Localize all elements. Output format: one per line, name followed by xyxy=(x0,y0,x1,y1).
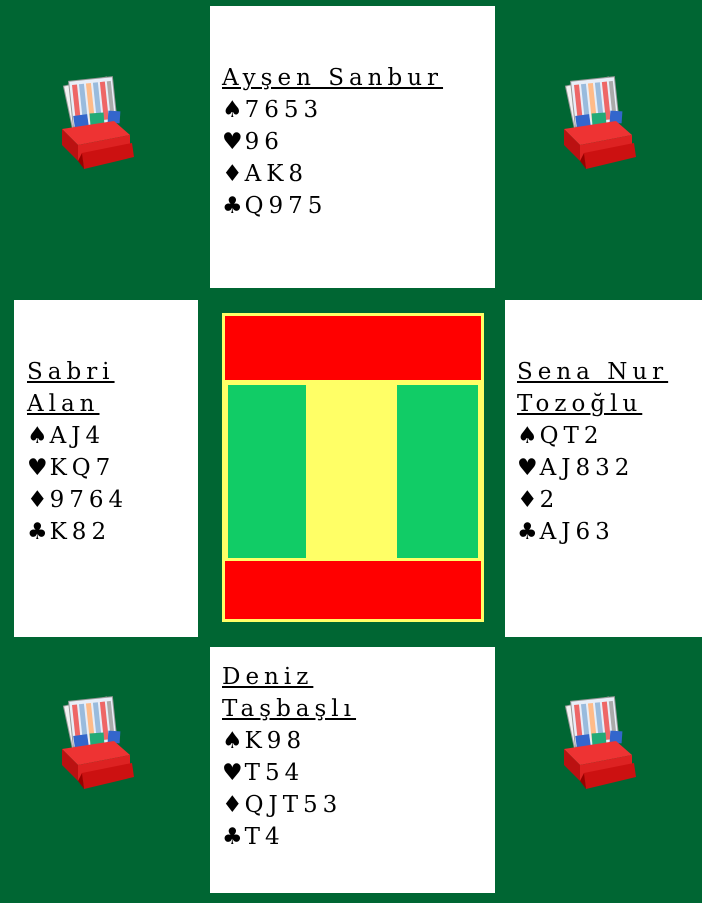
south-player-name-first: Deniz xyxy=(222,661,495,693)
south-hearts: ♥T54 xyxy=(222,757,495,789)
south-diamonds: ♦QJT53 xyxy=(222,789,495,821)
west-spades: ♠AJ4 xyxy=(27,420,198,452)
north-vulnerability-bar xyxy=(225,316,481,380)
south-vulnerability-bar xyxy=(225,561,481,619)
north-diamonds: ♦AK8 xyxy=(222,158,495,190)
bidding-box-icon xyxy=(554,695,638,791)
bidding-box-icon xyxy=(554,75,638,171)
east-player-name-last: Tozoğlu xyxy=(517,388,702,420)
heart-icon: ♥ xyxy=(222,129,243,155)
heart-icon: ♥ xyxy=(222,760,243,786)
west-diamonds: ♦9764 xyxy=(27,484,198,516)
west-clubs: ♣K82 xyxy=(27,516,198,548)
club-icon: ♣ xyxy=(222,193,243,219)
club-icon: ♣ xyxy=(27,519,48,545)
spade-icon: ♠ xyxy=(222,97,243,123)
spade-icon: ♠ xyxy=(222,728,243,754)
bidding-box-icon xyxy=(52,695,136,791)
south-hand: Deniz Taşbaşlı ♠K98 ♥T54 ♦QJT53 ♣T4 xyxy=(210,647,495,893)
club-icon: ♣ xyxy=(517,519,538,545)
diamond-icon: ♦ xyxy=(517,487,538,513)
west-vulnerability-bar xyxy=(228,385,306,558)
east-hand: Sena Nur Tozoğlu ♠QT2 ♥AJ832 ♦2 ♣AJ63 xyxy=(505,300,702,637)
vulnerability-board xyxy=(222,313,484,622)
diamond-icon: ♦ xyxy=(222,792,243,818)
south-player-name-last: Taşbaşlı xyxy=(222,693,495,725)
east-player-name-first: Sena Nur xyxy=(517,356,702,388)
south-spades: ♠K98 xyxy=(222,725,495,757)
north-clubs: ♣Q975 xyxy=(222,190,495,222)
east-diamonds: ♦2 xyxy=(517,484,702,516)
north-player-name: Ayşen Sanbur xyxy=(222,62,495,94)
north-hand: Ayşen Sanbur ♠7653 ♥96 ♦AK8 ♣Q975 xyxy=(210,6,495,288)
west-player-name-first: Sabri xyxy=(27,356,198,388)
west-player-name-last: Alan xyxy=(27,388,198,420)
bidding-box-icon xyxy=(52,75,136,171)
diamond-icon: ♦ xyxy=(27,487,48,513)
heart-icon: ♥ xyxy=(517,455,538,481)
east-spades: ♠QT2 xyxy=(517,420,702,452)
south-clubs: ♣T4 xyxy=(222,821,495,853)
north-hearts: ♥96 xyxy=(222,126,495,158)
east-vulnerability-bar xyxy=(397,385,478,558)
east-clubs: ♣AJ63 xyxy=(517,516,702,548)
club-icon: ♣ xyxy=(222,824,243,850)
west-hand: Sabri Alan ♠AJ4 ♥KQ7 ♦9764 ♣K82 xyxy=(14,300,198,637)
spade-icon: ♠ xyxy=(517,423,538,449)
north-spades: ♠7653 xyxy=(222,94,495,126)
spade-icon: ♠ xyxy=(27,423,48,449)
east-hearts: ♥AJ832 xyxy=(517,452,702,484)
heart-icon: ♥ xyxy=(27,455,48,481)
west-hearts: ♥KQ7 xyxy=(27,452,198,484)
diamond-icon: ♦ xyxy=(222,161,243,187)
